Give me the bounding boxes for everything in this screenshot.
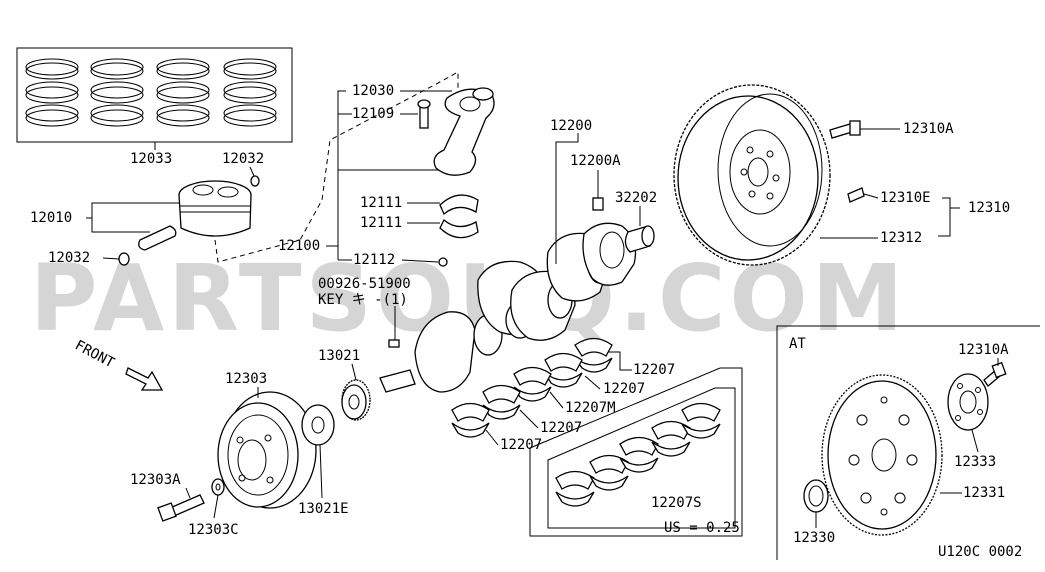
label-12333: 12333 xyxy=(954,454,996,470)
diagram-code: U120C 0002 xyxy=(938,544,1022,560)
label-12033: 12033 xyxy=(130,151,172,167)
label-12032-top: 12032 xyxy=(222,151,264,167)
label-12207-d: 12207 xyxy=(500,437,542,453)
drive-plate[interactable] xyxy=(821,374,943,536)
conrod-bearing-upper[interactable] xyxy=(439,194,479,216)
label-12310A-at: 12310A xyxy=(958,342,1009,358)
label-12207-c: 12207 xyxy=(540,420,582,436)
label-12207S: 12207S xyxy=(651,495,702,511)
conrod-bearing-lower[interactable] xyxy=(439,218,479,239)
label-key: KEY キ -(1) xyxy=(318,292,408,308)
piston-ring-set[interactable] xyxy=(16,47,293,143)
label-12032-bottom: 12032 xyxy=(48,250,90,266)
flywheel-dowel[interactable] xyxy=(847,187,865,203)
crankshaft[interactable] xyxy=(379,222,637,393)
pulley-bolt[interactable] xyxy=(157,494,205,522)
main-bearings-loose[interactable] xyxy=(451,337,613,438)
crank-sprocket[interactable] xyxy=(341,379,371,421)
converter-spacer[interactable] xyxy=(803,479,829,513)
main-bearing-set-undersize[interactable] xyxy=(529,367,743,537)
label-12303A: 12303A xyxy=(130,472,181,488)
piston[interactable] xyxy=(178,180,252,237)
label-12310E: 12310E xyxy=(880,190,931,206)
front-arrow-icon xyxy=(125,367,164,391)
label-us-025: US = 0.25 xyxy=(664,520,740,536)
crankshaft-pulley[interactable] xyxy=(217,391,317,509)
pulley-washer[interactable] xyxy=(211,478,225,496)
label-12111-a: 12111 xyxy=(360,195,402,211)
label-12312: 12312 xyxy=(880,230,922,246)
label-12112: 12112 xyxy=(353,252,395,268)
label-12111-b: 12111 xyxy=(360,215,402,231)
label-12331: 12331 xyxy=(963,485,1005,501)
label-12303: 12303 xyxy=(225,371,267,387)
woodruff-key[interactable] xyxy=(388,339,400,348)
crank-spacer[interactable] xyxy=(301,404,335,446)
label-12200A: 12200A xyxy=(570,153,621,169)
crankshaft-plug[interactable] xyxy=(592,197,604,211)
label-32202: 32202 xyxy=(615,190,657,206)
drive-plate-bolt[interactable] xyxy=(983,361,1007,387)
piston-pin[interactable] xyxy=(138,225,177,251)
label-12100: 12100 xyxy=(278,238,320,254)
flywheel[interactable] xyxy=(673,84,831,266)
drive-plate-reinforcement[interactable] xyxy=(947,373,989,431)
snap-ring[interactable] xyxy=(118,175,260,266)
label-12303C: 12303C xyxy=(188,522,239,538)
label-12109: 12109 xyxy=(352,106,394,122)
at-section xyxy=(776,325,1040,560)
label-12010: 12010 xyxy=(30,210,72,226)
label-12310A: 12310A xyxy=(903,121,954,137)
label-12207-a: 12207 xyxy=(633,362,675,378)
label-12030: 12030 xyxy=(352,83,394,99)
conrod-nut[interactable] xyxy=(438,257,448,267)
label-12310: 12310 xyxy=(968,200,1010,216)
label-12200: 12200 xyxy=(550,118,592,134)
label-13021: 13021 xyxy=(318,348,360,364)
crankshaft-pilot-bushing[interactable] xyxy=(624,225,655,253)
label-00926-51900: 00926-51900 xyxy=(318,276,411,292)
flywheel-bolt[interactable] xyxy=(829,120,861,139)
connecting-rod[interactable] xyxy=(417,87,495,176)
label-12207M: 12207M xyxy=(565,400,616,416)
label-at: AT xyxy=(789,336,806,352)
label-12330: 12330 xyxy=(793,530,835,546)
label-12207-b: 12207 xyxy=(603,381,645,397)
label-13021E: 13021E xyxy=(298,501,349,517)
